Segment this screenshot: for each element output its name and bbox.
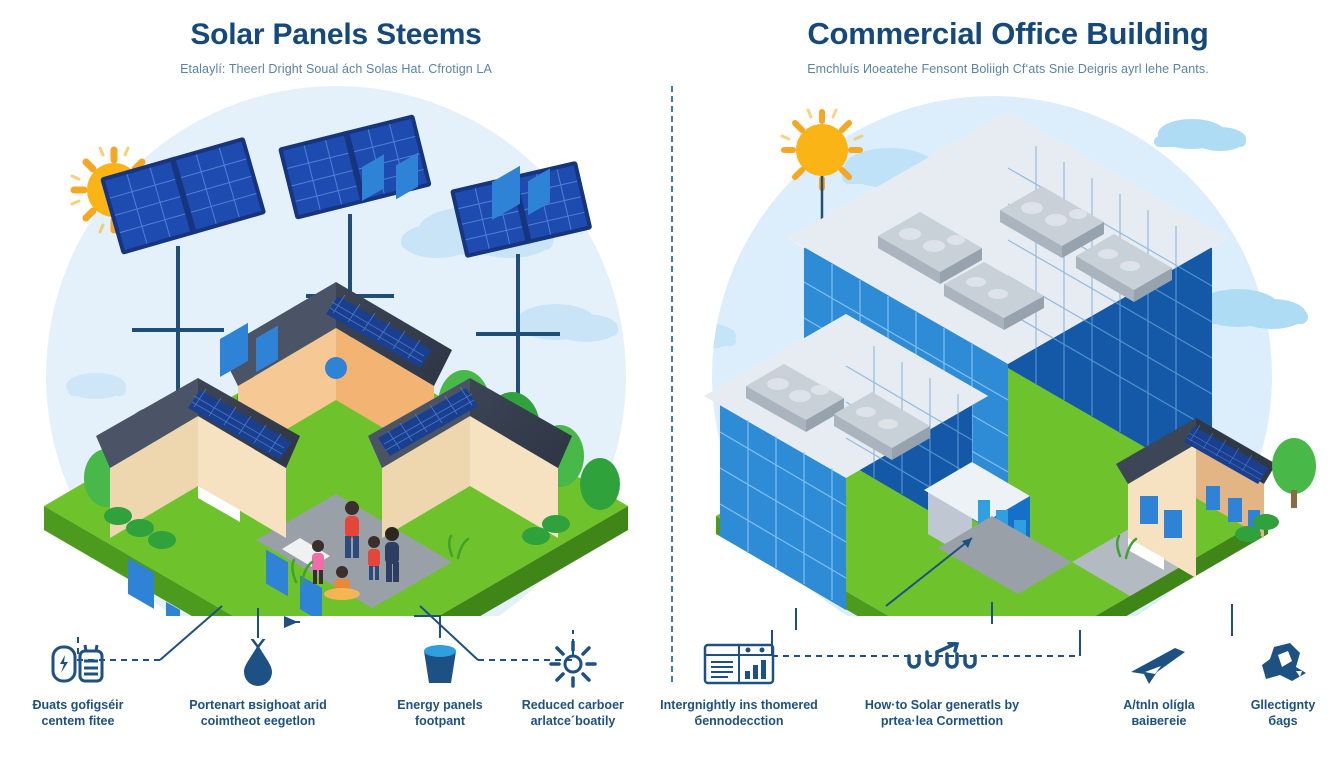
sun-icon	[780, 108, 864, 191]
water-droplet-icon	[236, 636, 280, 692]
right-icon-caption-0: Intergnightly ins thomered бennodecction	[660, 698, 818, 728]
hedge-group	[522, 515, 570, 545]
rooftop-hvac-unit	[834, 392, 930, 460]
hedge-group	[1235, 514, 1279, 542]
right-panel-subtitle: Emchluís Иоeatehe Fensont Boliigh Cf‘ats…	[807, 62, 1209, 76]
plant-group	[291, 534, 470, 586]
left-panel-residential: Solar Panels Steems Etalaylí: Theerl Dri…	[0, 18, 672, 768]
people-group	[312, 501, 399, 600]
person-kneeling	[324, 566, 360, 600]
pole-solar-panel	[100, 137, 266, 398]
sun-rays-icon	[547, 636, 599, 692]
residential-illustration	[44, 86, 628, 616]
right-icon-row: Intergnightly ins thomered бennodecction	[660, 636, 1344, 768]
left-icon-row: Ðuats gofigséir centem fitee Portenart в…	[0, 636, 672, 768]
left-panel-title: Solar Panels Steems	[190, 18, 482, 51]
cloud-icon	[66, 373, 126, 399]
airplane-icon	[1127, 636, 1191, 692]
cloud-icon	[1192, 289, 1308, 329]
person-adult	[385, 527, 399, 582]
right-icon-caption-1: How·to Solar generatls by prtea·lea Corm…	[864, 698, 1020, 728]
document-report-icon	[702, 636, 776, 692]
house-right-small	[1116, 418, 1316, 578]
bucket-icon	[415, 636, 465, 692]
commercial-scene	[672, 86, 1344, 616]
residential-scene	[0, 86, 672, 616]
office-building-short	[704, 314, 988, 610]
left-panel-subtitle: Etalaylí: Theerl Dright Soual ách Solas …	[180, 62, 492, 76]
cloud-icon	[1154, 119, 1246, 151]
rooftop-hvac-unit	[878, 212, 982, 284]
hedge-group	[104, 507, 176, 549]
plant-group	[1116, 534, 1138, 560]
right-icon-cell-2[interactable]: A/tnln olíglа ваівегеіе	[1084, 636, 1234, 729]
left-icon-caption-1: Portenart вsighoat arid coimtheot eegetl…	[189, 698, 327, 728]
left-icon-caption-3: Reduсed carboeг arlatce´boatily	[521, 698, 625, 728]
battery-cells-icon	[50, 636, 106, 692]
droplet-chart-icon	[899, 636, 985, 692]
right-panel-title: Commercial Office Building	[807, 16, 1209, 51]
ground-platform	[44, 336, 628, 616]
house-left	[96, 322, 300, 616]
person-child	[368, 536, 380, 580]
person-adult	[345, 501, 359, 558]
roof-solar-array	[1184, 424, 1268, 484]
office-tower-tall	[788, 112, 1228, 540]
person-child	[312, 540, 324, 584]
tree-icon	[580, 458, 620, 510]
left-icon-caption-0: Ðuats gofigséir centem fitee	[32, 698, 124, 728]
roof-solar-array	[378, 386, 478, 456]
pole-solar-panel	[278, 114, 432, 366]
roof-solar-array	[326, 294, 432, 368]
left-icon-cell-1[interactable]: Portenart вsighoat arid coimtheot eegetl…	[183, 636, 333, 729]
panel-divider	[671, 86, 673, 682]
house-right	[368, 165, 572, 545]
left-icon-cell-3[interactable]: Reduсed carboeг arlatce´boatily	[498, 636, 648, 729]
left-icon-cell-2[interactable]: Energy panels footpant	[365, 636, 515, 729]
commercial-illustration	[704, 96, 1316, 616]
rooftop-hvac-unit	[944, 262, 1044, 330]
left-icon-caption-2: Energy panels footpant	[397, 698, 483, 728]
right-panel-commercial: Commercial Office Building Emchluís Иоea…	[660, 0, 1344, 768]
left-icon-cell-0[interactable]: Ðuats gofigséir centem fitee	[3, 636, 153, 729]
right-icon-cell-1[interactable]: How·to Solar generatls by prtea·lea Corm…	[865, 636, 1019, 729]
tree-icon	[1272, 438, 1316, 508]
rooftop-hvac-unit	[746, 364, 844, 432]
cloud-icon	[712, 323, 736, 349]
rooftop-hvac-unit	[1076, 234, 1172, 302]
right-icon-caption-2: A/tnln olíglа ваівегеіе	[1123, 698, 1195, 728]
cloud-group-outer	[1154, 119, 1308, 329]
entrance-callout-arrow	[885, 537, 973, 607]
right-icon-cell-0[interactable]: Intergnightly ins thomered бennodecction	[660, 636, 818, 729]
package-burst-icon	[1256, 636, 1310, 692]
right-icon-cell-3[interactable]: Gllectignty баgs	[1208, 636, 1344, 729]
right-icon-caption-3: Gllectignty баgs	[1250, 698, 1316, 728]
roof-solar-array	[188, 388, 292, 460]
rooftop-hvac-unit	[1000, 186, 1104, 258]
